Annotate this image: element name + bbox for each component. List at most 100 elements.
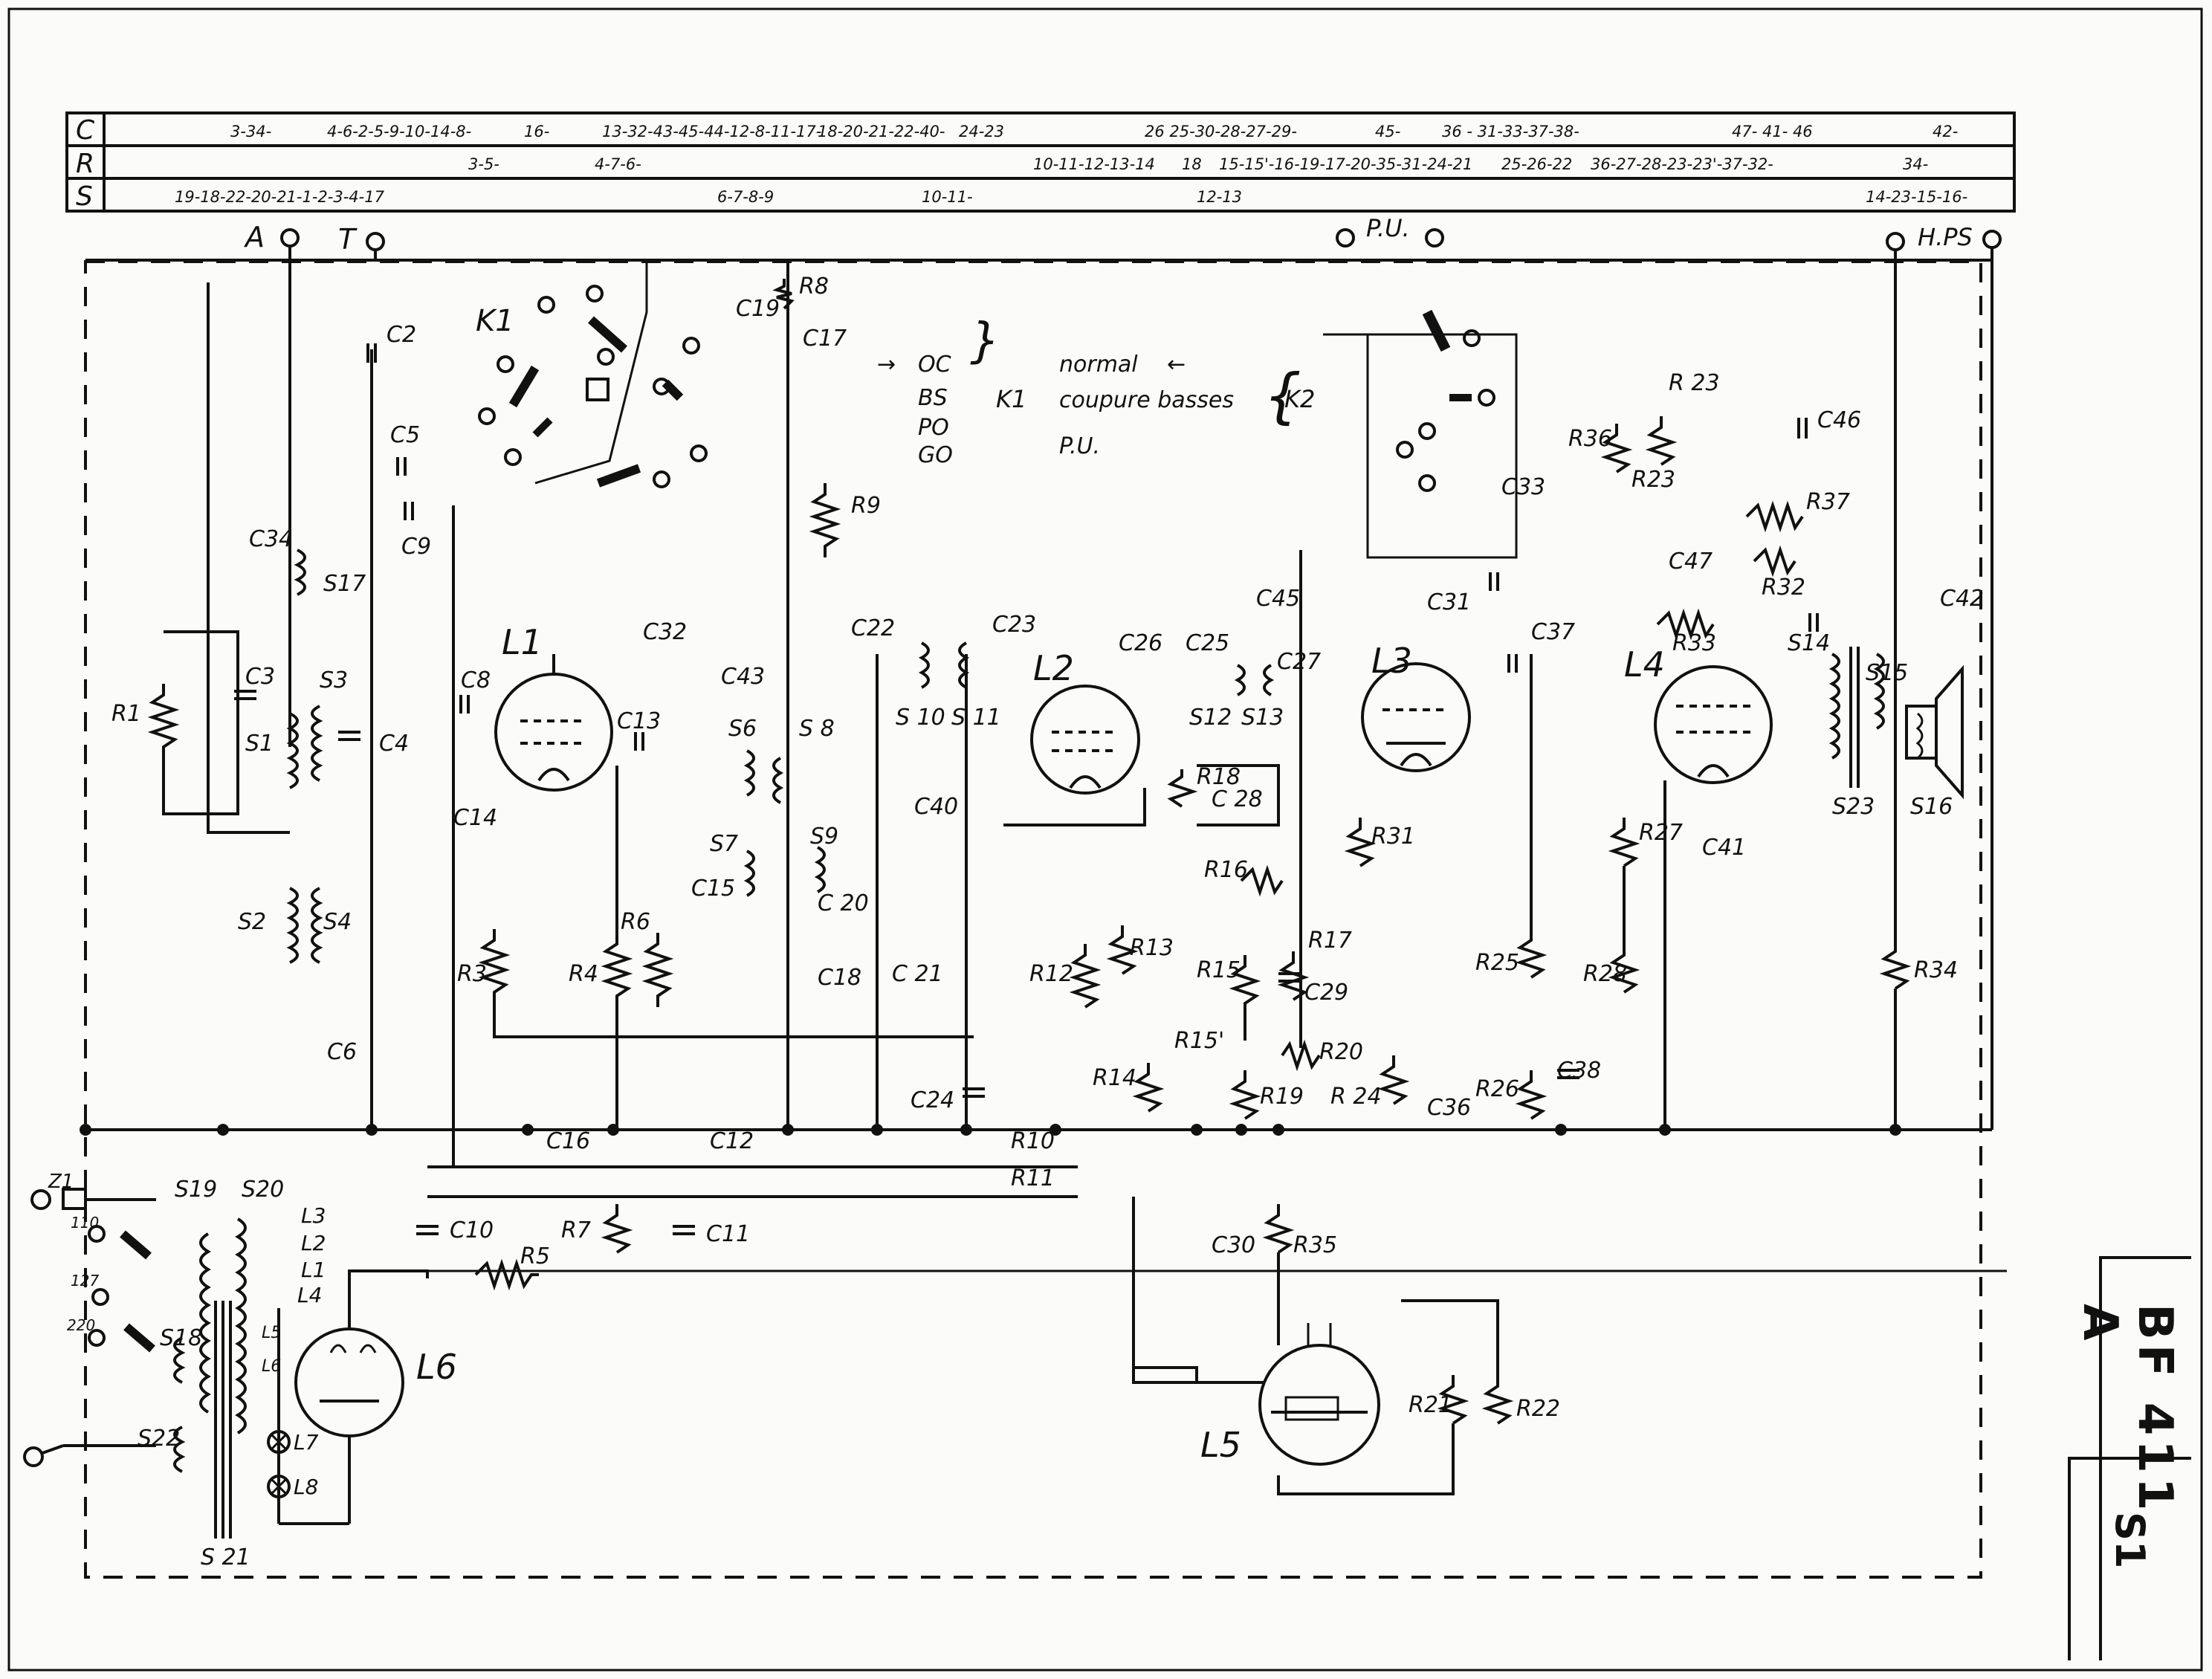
k1-position-go: GO <box>918 442 953 468</box>
capacitor-label: C41 <box>1702 835 1746 861</box>
table-cell: 10-11-12-13-14 <box>1033 155 1155 173</box>
resistor-r4 <box>601 933 633 1007</box>
coil-label: S 21 <box>201 1544 250 1570</box>
chassis-outline <box>84 260 1982 1579</box>
ext-speaker-terminal-label: H.PS <box>1918 223 1973 251</box>
resistor-label: R31 <box>1371 824 1415 850</box>
table-cell: 19-18-22-20-21-1-2-3-4-17 <box>175 188 385 206</box>
resistor-r8 <box>772 279 795 310</box>
table-cell: 26 25-30-28-27-29- <box>1145 123 1297 140</box>
aerial-terminal-label: A <box>243 221 265 253</box>
capacitor-label: C15 <box>691 876 735 902</box>
coil-label: S16 <box>1910 794 1953 820</box>
capacitor-label: C3 <box>245 664 275 690</box>
reference-table: C R S 3-34- 4-6-2-5-9-10-14-8- 16- 13-32… <box>65 111 2016 213</box>
winding-label: L1 <box>301 1258 326 1282</box>
resistor-label: R26 <box>1475 1076 1519 1102</box>
resistor-r28 <box>1608 944 1640 994</box>
resistor-r7 <box>601 1204 633 1254</box>
resistor-r15 <box>1229 955 1261 1041</box>
coil-label: S 10 <box>896 705 945 731</box>
fuse-label: Z1 <box>48 1171 74 1193</box>
resistor-label: R 24 <box>1330 1084 1382 1110</box>
capacitor-label: C10 <box>450 1217 494 1243</box>
capacitor-label: C31 <box>1427 589 1471 615</box>
table-cell: 12-13 <box>1197 188 1242 206</box>
winding-label: L2 <box>301 1231 326 1255</box>
coil-s8 <box>772 757 784 804</box>
capacitor-label: C8 <box>461 667 491 693</box>
k2-position-bass-cut: coupure basses <box>1059 387 1234 413</box>
capacitor-label: C25 <box>1186 630 1229 656</box>
resistor-r12 <box>1069 944 1102 1009</box>
loudspeaker <box>1905 664 1964 800</box>
capacitor-label: C 28 <box>1212 786 1263 812</box>
resistor-r27 <box>1608 818 1640 867</box>
table-cell: 4-6-2-5-9-10-14-8- <box>327 123 471 140</box>
capacitor-label: C45 <box>1256 586 1300 612</box>
switch-legend: → OC BS PO GO } K1 normal ← coupure bass… <box>877 314 1315 468</box>
resistor-label: R17 <box>1308 928 1352 954</box>
capacitor-label: C16 <box>546 1128 590 1154</box>
resistor-r31 <box>1344 818 1377 867</box>
capacitor-marks <box>234 343 1819 1235</box>
table-cell: 42- <box>1933 123 1958 140</box>
table-cell: 36-27-28-23-23'-37-32- <box>1591 155 1773 173</box>
capacitor-label: C29 <box>1304 980 1348 1006</box>
resistor-label: R8 <box>799 274 829 300</box>
table-row-key-c: C <box>76 115 95 146</box>
capacitor-label: C46 <box>1817 407 1861 433</box>
coil-s4 <box>311 887 323 964</box>
resistor-r32 <box>1753 545 1797 578</box>
resistor-label: R13 <box>1130 935 1174 961</box>
table-cell: 3-5- <box>468 155 499 173</box>
k1-position-oc: OC <box>918 352 951 378</box>
table-row-key-r: R <box>76 149 94 179</box>
coil-label: S9 <box>810 824 838 850</box>
resistor-r35 <box>1262 1204 1295 1254</box>
capacitor-label: C13 <box>617 708 661 734</box>
lamp-label-l8: L8 <box>294 1475 318 1499</box>
resistor-label: R21 <box>1409 1392 1452 1418</box>
svg-text:}: } <box>970 314 1000 369</box>
table-cell: 36 - 31-33-37-38- <box>1442 123 1579 140</box>
coil-label: S13 <box>1241 705 1284 731</box>
capacitor-label: C4 <box>379 731 409 757</box>
tube-l4 <box>1654 665 1773 784</box>
capacitor-label: C26 <box>1119 630 1162 656</box>
capacitor-label: C42 <box>1940 586 1984 612</box>
coil-s11 <box>958 641 970 689</box>
capacitor-label: C32 <box>643 619 687 645</box>
resistor-label: R33 <box>1672 630 1716 656</box>
coil-s6 <box>743 749 755 797</box>
coil-label: S 11 <box>951 705 1001 731</box>
resistor-r9 <box>809 483 841 557</box>
capacitor-label: C9 <box>401 534 431 560</box>
resistor-label: R9 <box>851 493 881 519</box>
capacitor-label: C 20 <box>818 890 869 916</box>
coil-s12 <box>1234 664 1246 696</box>
table-row-key-s: S <box>76 181 93 212</box>
k2-position-normal: normal <box>1059 352 1138 378</box>
tube-l3 <box>1361 662 1471 772</box>
resistor-label: R18 <box>1197 764 1241 790</box>
svg-text:{: { <box>1264 361 1301 430</box>
mains-tap-127: 127 <box>71 1272 99 1290</box>
mains-tap-220: 220 <box>67 1316 95 1334</box>
sheet-code: S1 <box>2106 1512 2153 1569</box>
tube-label-l1: L1 <box>502 622 543 662</box>
winding-label: L6 <box>262 1357 281 1376</box>
table-cell: 15-15'-16-19-17-20-35-31-24-21 <box>1219 155 1472 173</box>
resistor-r16 <box>1240 864 1284 897</box>
rectifier-tube <box>294 1327 404 1437</box>
table-cell: 45- <box>1375 123 1400 140</box>
resistor-label: R19 <box>1260 1084 1304 1110</box>
k1-switch <box>478 259 708 488</box>
coil-label: S15 <box>1866 660 1908 686</box>
coil-label: S20 <box>242 1177 284 1203</box>
earth-terminal-label: T <box>338 223 358 256</box>
resistor-r25 <box>1515 929 1548 979</box>
resistor-r5 <box>474 1258 539 1291</box>
capacitor-label: C19 <box>736 296 780 322</box>
